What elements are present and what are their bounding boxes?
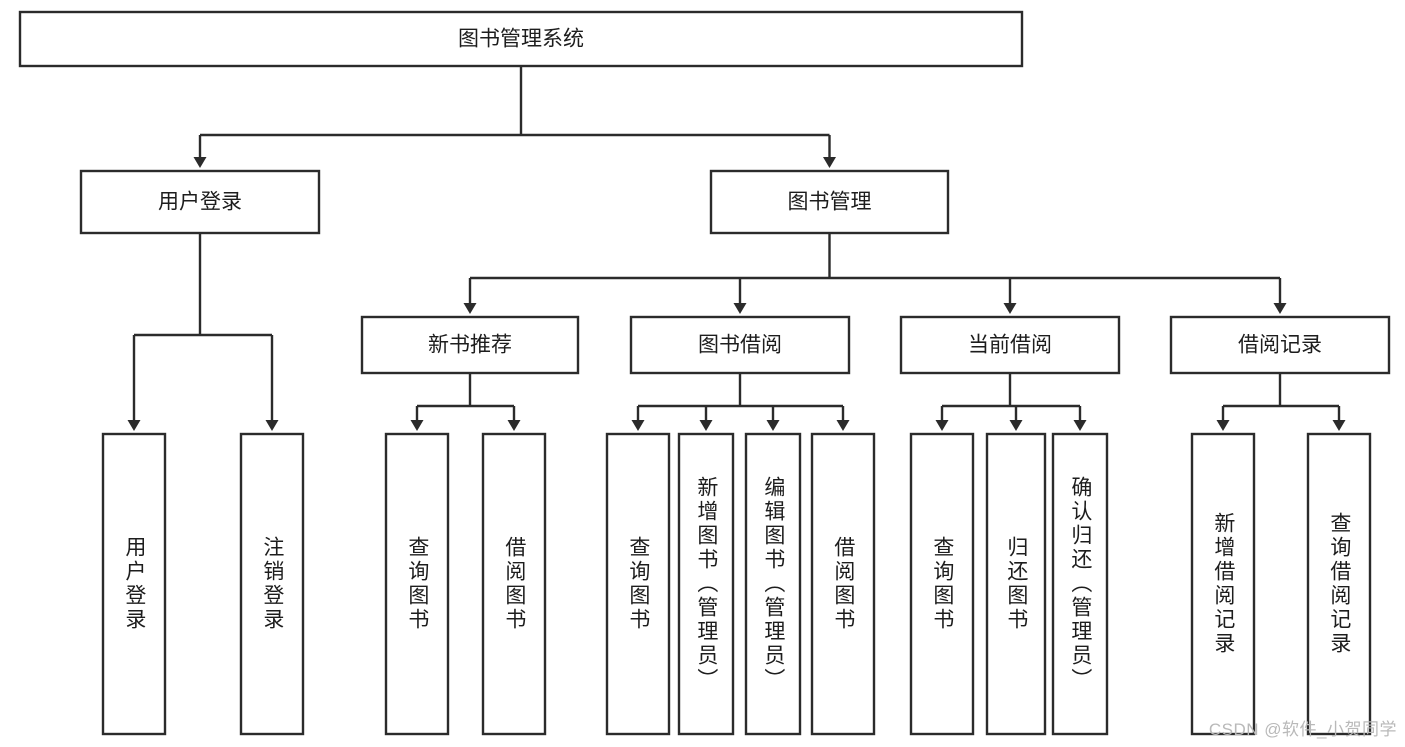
node-box-level2-0[interactable] — [79, 169, 321, 235]
node-label-root-0: 图书管理系统 — [458, 28, 584, 51]
watermark-credit: CSDN @软件_小贺同学 — [1208, 720, 1397, 739]
node-label-level2-1: 图书管理 — [788, 191, 872, 214]
node-box-level3-1[interactable] — [629, 315, 851, 375]
node-box-leaf-9[interactable] — [985, 432, 1047, 736]
node-box-leaf-10[interactable] — [1051, 432, 1109, 736]
node-label-level2-0: 用户登录 — [158, 191, 242, 214]
node-box-leaf-12[interactable] — [1306, 432, 1372, 736]
node-box-leaf-8[interactable] — [909, 432, 975, 736]
node-label-level3-3: 借阅记录 — [1238, 334, 1322, 357]
box-layer — [18, 10, 1391, 736]
node-box-leaf-1[interactable] — [239, 432, 305, 736]
node-box-leaf-2[interactable] — [384, 432, 450, 736]
node-box-leaf-11[interactable] — [1190, 432, 1256, 736]
node-box-level3-2[interactable] — [899, 315, 1121, 375]
node-box-leaf-6[interactable] — [744, 432, 802, 736]
connector-layer — [127, 66, 1346, 431]
node-box-leaf-4[interactable] — [605, 432, 671, 736]
node-box-leaf-5[interactable] — [677, 432, 735, 736]
node-box-root-0[interactable] — [18, 10, 1024, 68]
node-box-level3-0[interactable] — [360, 315, 580, 375]
node-box-level2-1[interactable] — [709, 169, 950, 235]
node-label-level3-2: 当前借阅 — [968, 334, 1052, 357]
node-box-leaf-0[interactable] — [101, 432, 167, 736]
node-box-leaf-3[interactable] — [481, 432, 547, 736]
node-box-level3-3[interactable] — [1169, 315, 1391, 375]
node-label-level3-1: 图书借阅 — [698, 334, 782, 357]
node-box-leaf-7[interactable] — [810, 432, 876, 736]
node-label-level3-0: 新书推荐 — [428, 334, 512, 357]
